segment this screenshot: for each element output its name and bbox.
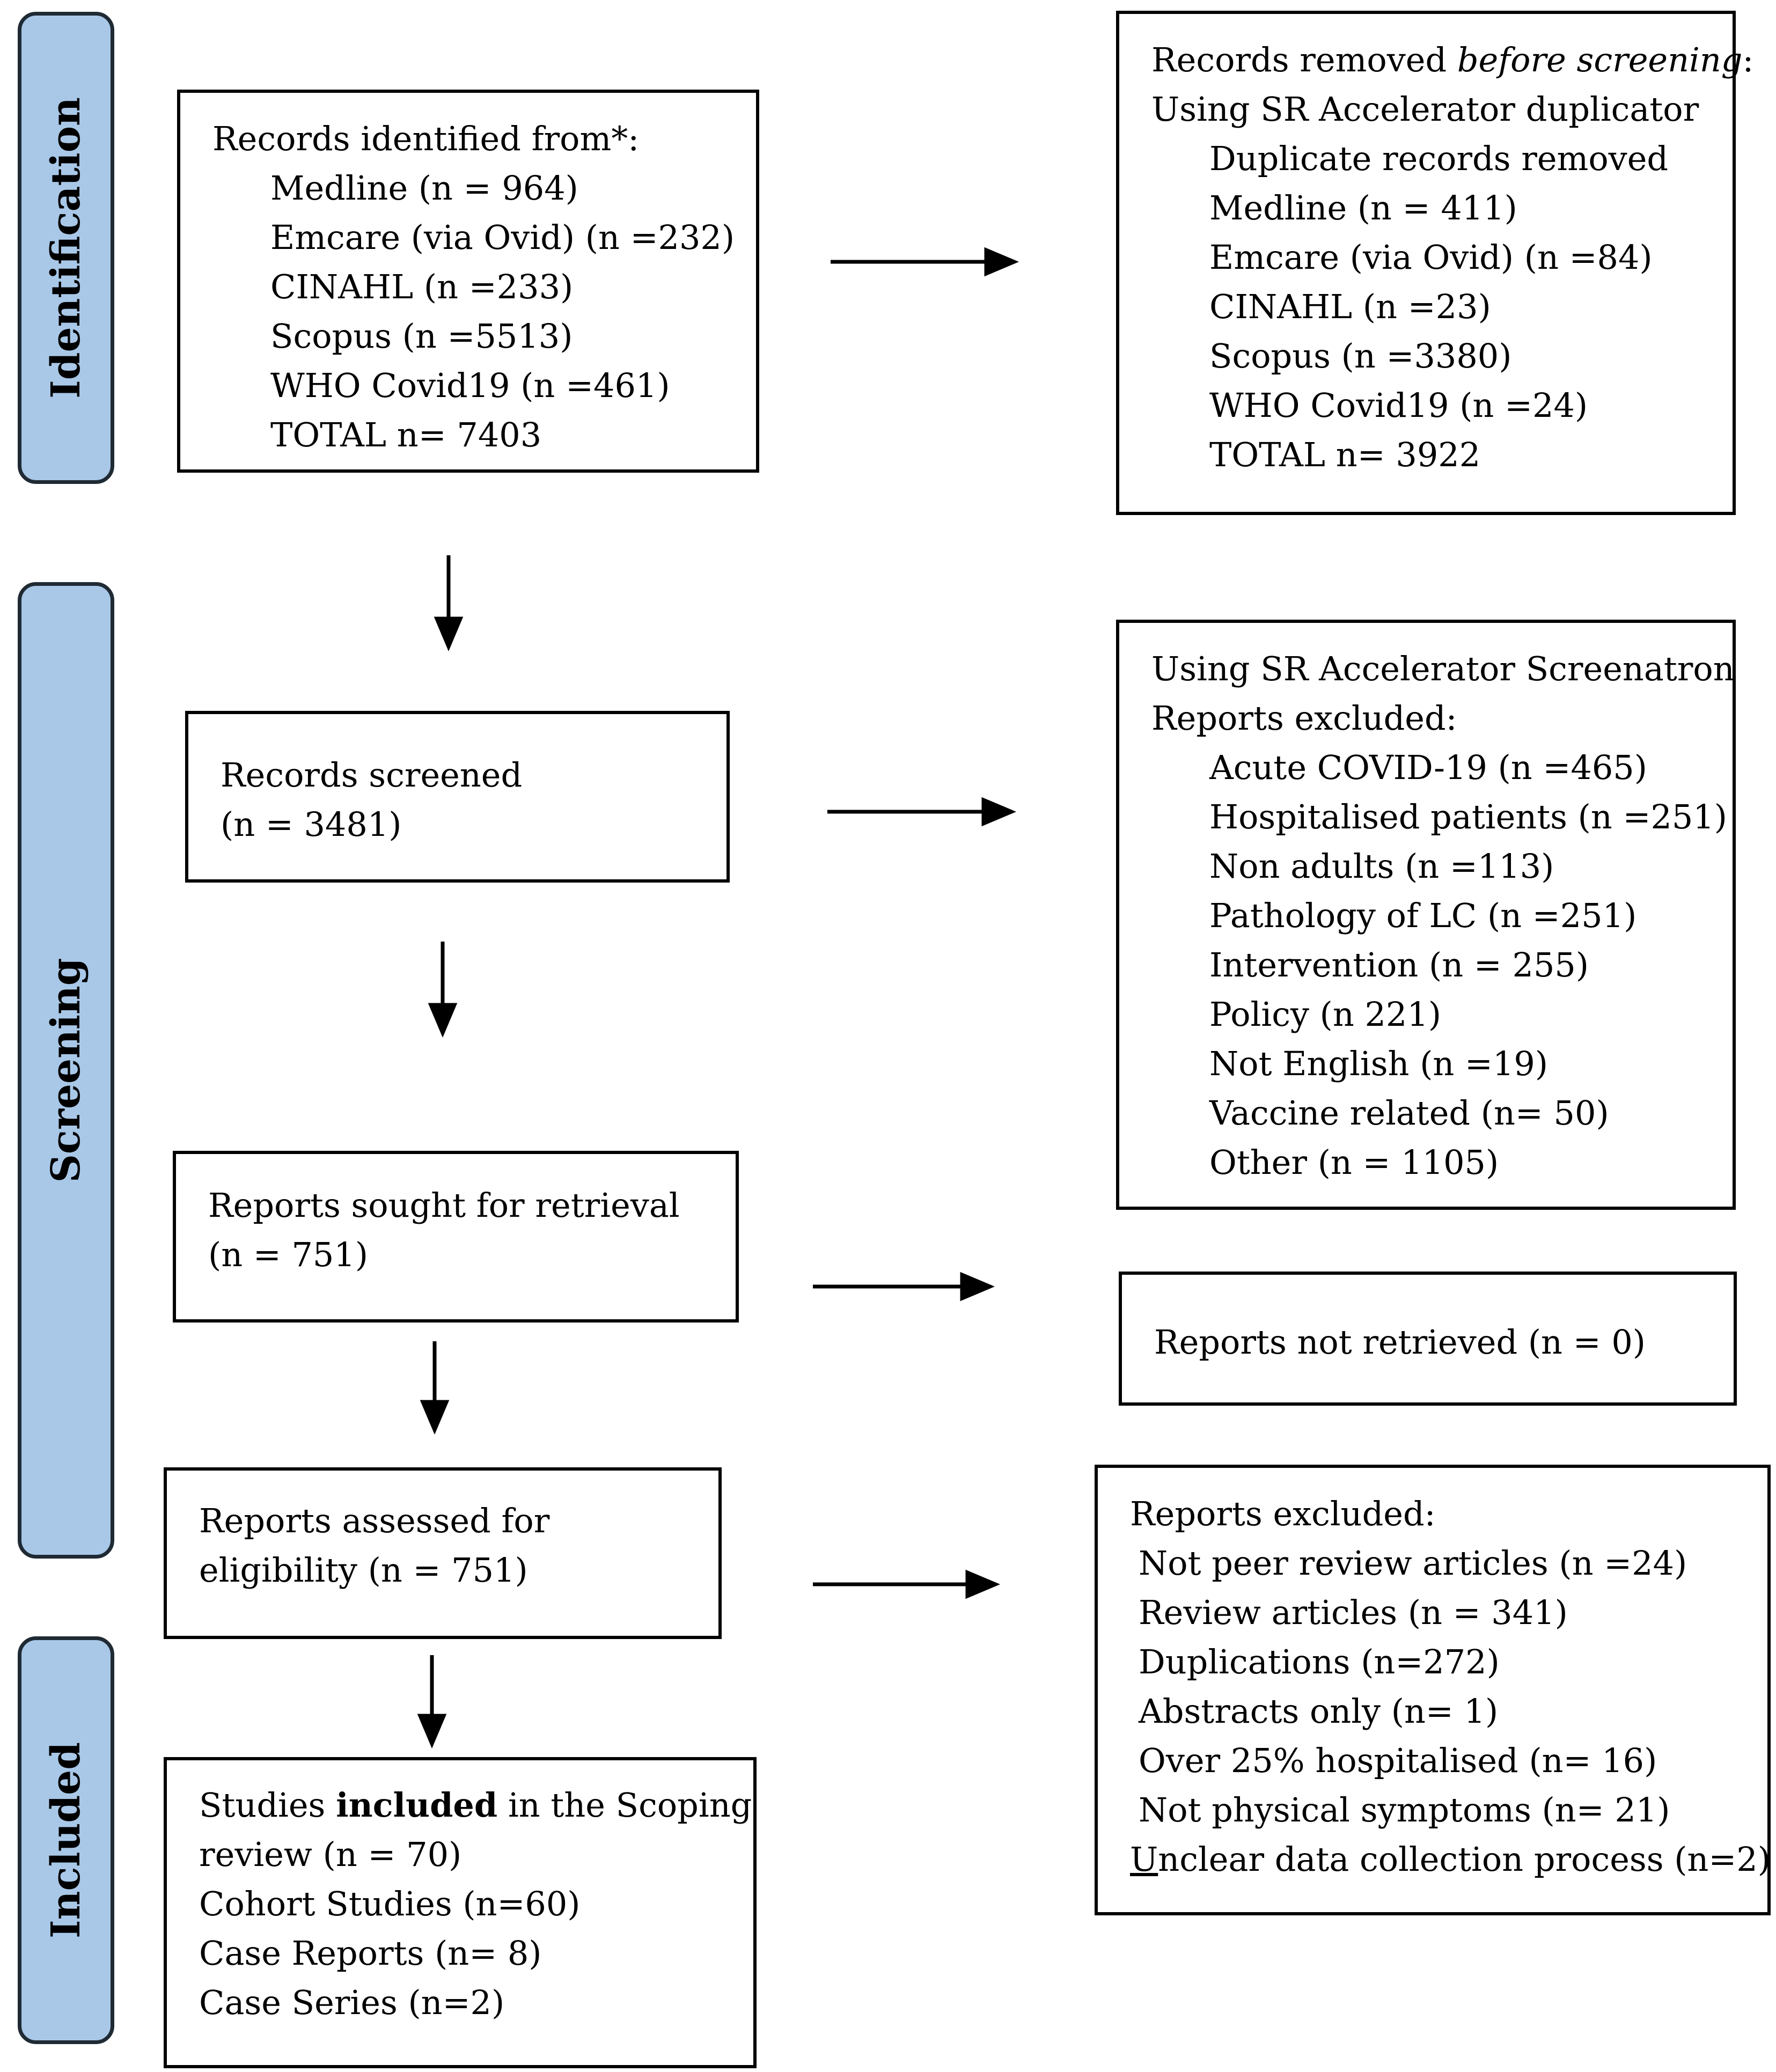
- assessed-count: eligibility (n = 751): [199, 1551, 528, 1590]
- reports-sought-box: Reports sought for retrieval (n = 751): [173, 1151, 739, 1322]
- identified-cinahl: CINAHL (n =233): [270, 267, 574, 306]
- records-removed-box: Records removed before screening: Using …: [1116, 11, 1753, 515]
- not-retrieved-label: Reports not retrieved (n = 0): [1154, 1322, 1646, 1362]
- sought-count: (n = 751): [208, 1235, 369, 1274]
- removed-heading-colon: :: [1742, 40, 1754, 79]
- removed-total: TOTAL n= 3922: [1209, 435, 1481, 474]
- identified-scopus: Scopus (n =5513): [270, 317, 573, 356]
- included-heading-a: Studies: [199, 1786, 336, 1825]
- excluded-intervention: Intervention (n = 255): [1209, 945, 1589, 984]
- excluded-not-physical: Not physical symptoms (n= 21): [1139, 1790, 1670, 1829]
- removed-heading-text: Records removed: [1151, 40, 1457, 79]
- included-cohort: Cohort Studies (n=60): [199, 1884, 581, 1923]
- removed-heading: Records removed before screening:: [1151, 35, 1753, 85]
- excluded-unclear-underlined-letter: U: [1130, 1840, 1158, 1879]
- screen-excluded-heading: Reports excluded:: [1151, 699, 1457, 738]
- excluded-not-english: Not English (n =19): [1209, 1044, 1549, 1083]
- excluded-unclear-rest: nclear data collection process (n=2): [1158, 1840, 1771, 1879]
- excluded-review-articles: Review articles (n = 341): [1139, 1593, 1568, 1632]
- excluded-acute-covid: Acute COVID-19 (n =465): [1209, 748, 1647, 787]
- identified-who-covid19: WHO Covid19 (n =461): [270, 366, 670, 405]
- excluded-policy: Policy (n 221): [1209, 995, 1442, 1034]
- excluded-duplications: Duplications (n=272): [1139, 1642, 1500, 1681]
- removed-subheading: Duplicate records removed: [1209, 139, 1669, 178]
- phase-bar-screening: Screening: [18, 582, 114, 1559]
- included-case-reports: Case Reports (n= 8): [199, 1934, 542, 1973]
- excluded-unclear-data: Unclear data collection process (n=2): [1130, 1835, 1771, 1884]
- assessed-label: Reports assessed for: [199, 1501, 550, 1540]
- reports-not-retrieved-box: Reports not retrieved (n = 0): [1119, 1272, 1737, 1406]
- included-review-count: review (n = 70): [199, 1835, 462, 1874]
- elig-excluded-heading: Reports excluded:: [1130, 1494, 1436, 1533]
- removed-emcare: Emcare (via Ovid) (n =84): [1209, 238, 1653, 277]
- included-heading: Studies included in the Scoping: [199, 1781, 753, 1830]
- included-heading-b: in the Scoping: [497, 1786, 752, 1825]
- phase-bar-identification: Identification: [18, 12, 114, 484]
- identified-total: TOTAL n= 7403: [270, 415, 542, 454]
- identified-emcare: Emcare (via Ovid) (n =232): [270, 218, 735, 257]
- arrow-to-elig-excluded: [813, 1569, 1000, 1599]
- arrow-to-sought: [428, 942, 458, 1038]
- sought-label: Reports sought for retrieval: [208, 1186, 680, 1225]
- included-case-series: Case Series (n=2): [199, 1983, 505, 2022]
- screen-excluded-tool: Using SR Accelerator Screenatron: [1151, 649, 1735, 688]
- excluded-pathology: Pathology of LC (n =251): [1209, 896, 1637, 935]
- screened-count: (n = 3481): [221, 805, 402, 844]
- arrow-to-assessed: [420, 1341, 450, 1435]
- screening-excluded-box: Using SR Accelerator Screenatron Reports…: [1116, 620, 1736, 1210]
- eligibility-excluded-box: Reports excluded: Not peer review articl…: [1095, 1465, 1771, 1915]
- excluded-other: Other (n = 1105): [1209, 1143, 1499, 1182]
- excluded-abstracts-only: Abstracts only (n= 1): [1139, 1692, 1499, 1731]
- arrow-to-not-retrieved: [813, 1272, 995, 1302]
- reports-assessed-box: Reports assessed for eligibility (n = 75…: [164, 1467, 722, 1639]
- excluded-hospitalised: Hospitalised patients (n =251): [1209, 797, 1727, 836]
- records-screened-box: Records screened (n = 3481): [185, 711, 730, 883]
- removed-heading-italic: before screening: [1457, 40, 1743, 79]
- identified-medline: Medline (n = 964): [270, 168, 578, 208]
- excluded-not-peer-review: Not peer review articles (n =24): [1139, 1544, 1687, 1583]
- removed-medline: Medline (n = 411): [1209, 188, 1517, 227]
- identified-heading: Records identified from*:: [212, 119, 640, 158]
- removed-who-covid19: WHO Covid19 (n =24): [1209, 386, 1588, 425]
- records-identified-box: Records identified from*: Medline (n = 9…: [177, 90, 759, 473]
- removed-scopus: Scopus (n =3380): [1209, 336, 1512, 376]
- phase-bar-included: Included: [18, 1636, 114, 2044]
- included-heading-bold: included: [336, 1786, 498, 1825]
- excluded-vaccine: Vaccine related (n= 50): [1209, 1093, 1609, 1133]
- screened-label: Records screened: [221, 755, 523, 795]
- arrow-to-included: [417, 1655, 447, 1748]
- studies-included-box: Studies included in the Scoping review (…: [164, 1757, 757, 2068]
- arrow-to-screened: [434, 555, 464, 651]
- arrow-to-screen-excluded: [827, 797, 1016, 827]
- arrow-to-removed: [831, 247, 1019, 277]
- removed-cinahl: CINAHL (n =23): [1209, 287, 1491, 326]
- excluded-non-adults: Non adults (n =113): [1209, 847, 1554, 886]
- removed-tool: Using SR Accelerator duplicator: [1151, 90, 1699, 129]
- excluded-over-25-hospitalised: Over 25% hospitalised (n= 16): [1139, 1741, 1657, 1780]
